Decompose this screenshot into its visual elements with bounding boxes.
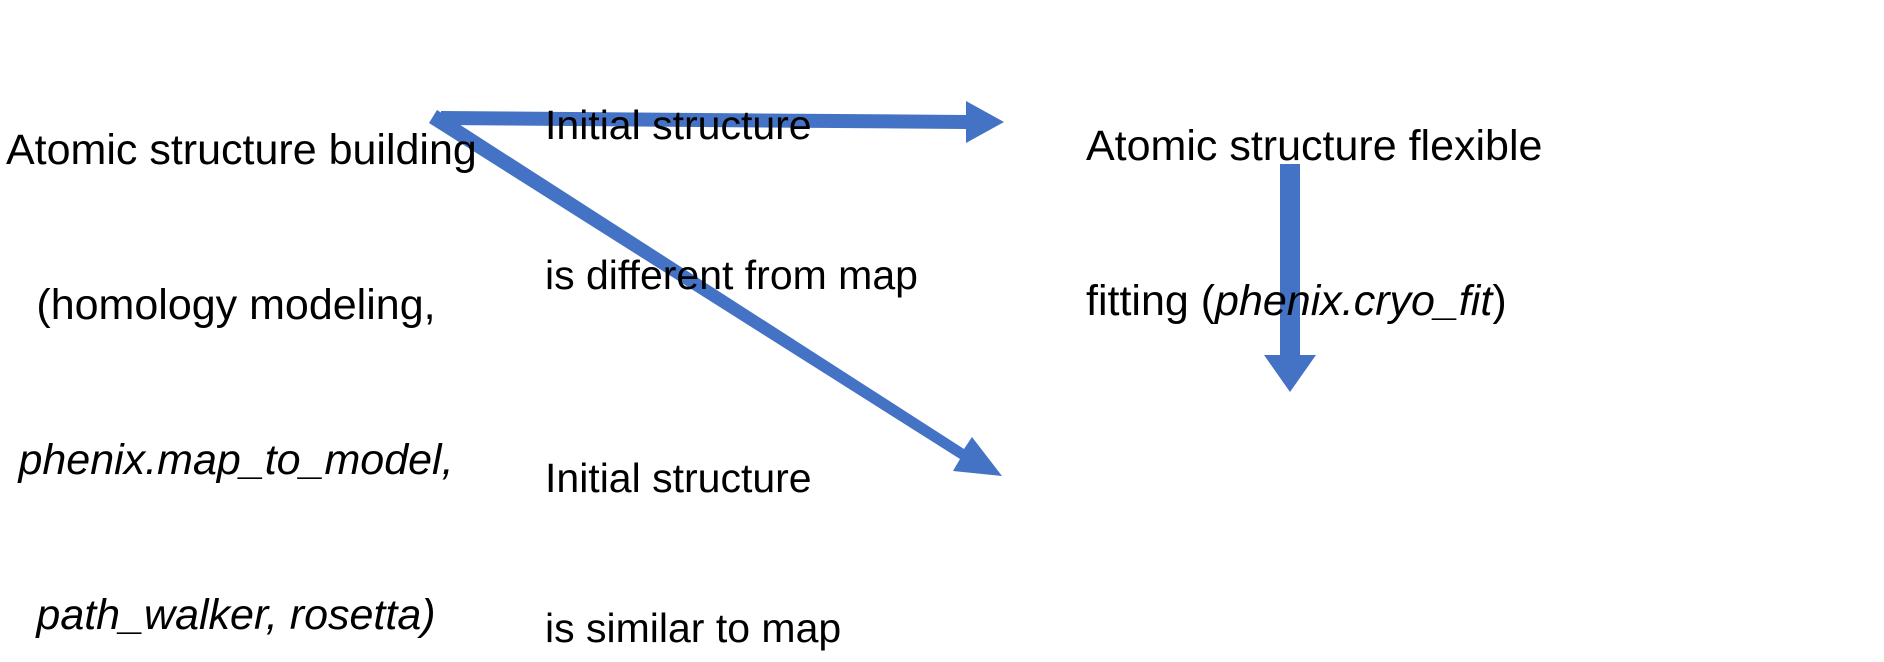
node-atomic-structure-refinement: Atomic structure refinement (phenix.real… xyxy=(1060,553,1884,662)
node-flexible-fitting-prefix: fitting ( xyxy=(1086,276,1216,325)
node-building-line-2: (homology modeling, xyxy=(36,280,436,329)
node-building-line-1: Atomic structure building xyxy=(6,126,477,175)
node-atomic-structure-flexible-fitting: Atomic structure flexible fitting (pheni… xyxy=(1086,18,1556,431)
node-building-line-4: path_walker, rosetta) xyxy=(6,590,466,642)
edge-label-similar-line-2: is similar to map xyxy=(545,605,842,652)
node-refinement-line-1: Atomic structure refinement xyxy=(1060,656,1884,662)
node-building-line-3: phenix.map_to_model, xyxy=(18,435,454,484)
edge-label-initial-structure-similar: Initial structure is similar to map xyxy=(545,353,945,662)
node-flexible-fitting-line-1: Atomic structure flexible xyxy=(1086,122,1543,171)
node-building-line-4-code: path_walker, rosetta) xyxy=(36,590,436,639)
edge-label-different-line-1: Initial structure xyxy=(545,102,812,149)
edge-label-similar-line-1: Initial structure xyxy=(545,455,812,502)
edge-label-initial-structure-different: Initial structure is different from map xyxy=(545,0,945,400)
node-atomic-structure-building: Atomic structure building (homology mode… xyxy=(6,22,477,662)
node-flexible-fitting-line-2: fitting (phenix.cryo_fit) xyxy=(1086,276,1556,328)
node-flexible-fitting-suffix: ) xyxy=(1492,276,1507,325)
node-flexible-fitting-code: phenix.cryo_fit xyxy=(1215,276,1493,325)
edge-label-different-line-2: is different from map xyxy=(545,252,918,299)
